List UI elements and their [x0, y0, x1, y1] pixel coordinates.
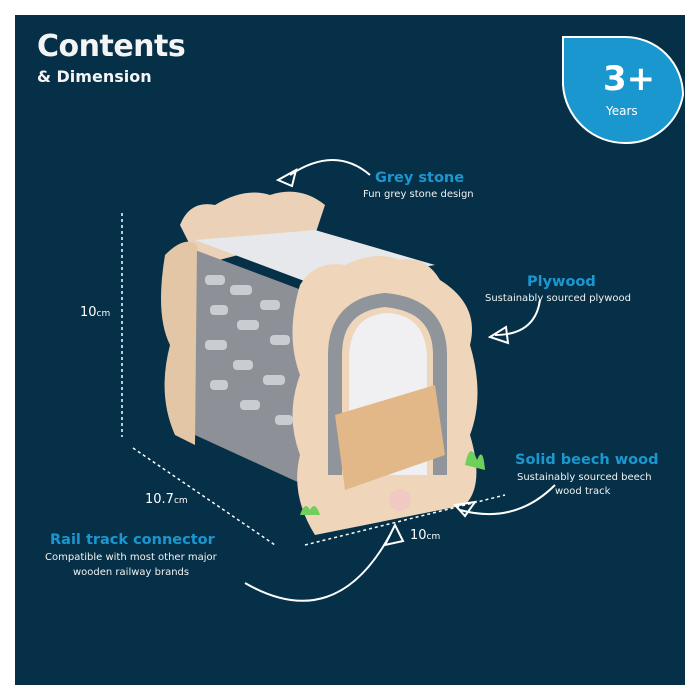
depth-value: 10.7: [145, 492, 174, 507]
feature-desc2-rail-connector: wooden railway brands: [73, 567, 190, 578]
page-subtitle: & Dimension: [37, 67, 152, 86]
callout-arrows: [244, 159, 556, 602]
feature-title-plywood: Plywood: [527, 274, 596, 290]
width-unit: cm: [426, 532, 441, 542]
depth-unit: cm: [173, 496, 188, 506]
dimension-lines: [121, 213, 506, 546]
tunnel-toy: [161, 191, 485, 535]
feature-title-rail-connector: Rail track connector: [50, 532, 215, 548]
width-value: 10: [410, 528, 427, 543]
product-illustration: 3+ Years: [121, 36, 685, 602]
age-badge-unit: Years: [605, 104, 638, 118]
dimension-width: 10cm: [410, 528, 440, 543]
age-badge: [562, 36, 685, 145]
feature-desc-beech-wood: Sustainably sourced beech: [517, 472, 652, 483]
feature-title-beech-wood: Solid beech wood: [515, 452, 659, 468]
age-badge-value: 3+: [603, 59, 655, 99]
height-value: 10: [80, 305, 97, 320]
feature-desc-rail-connector: Compatible with most other major: [45, 552, 217, 563]
page-title: Contents: [37, 29, 186, 64]
height-unit: cm: [96, 309, 111, 319]
dimension-depth: 10.7cm: [145, 492, 188, 507]
feature-title-grey-stone: Grey stone: [375, 170, 465, 186]
stone-pattern-icon: [205, 275, 293, 425]
infographic-panel: Contents & Dimension: [15, 15, 685, 685]
dimension-height: 10cm: [80, 305, 110, 320]
feature-desc-grey-stone: Fun grey stone design: [363, 189, 474, 200]
feature-desc-plywood: Sustainably sourced plywood: [485, 293, 631, 304]
feature-desc2-beech-wood: wood track: [555, 486, 611, 497]
